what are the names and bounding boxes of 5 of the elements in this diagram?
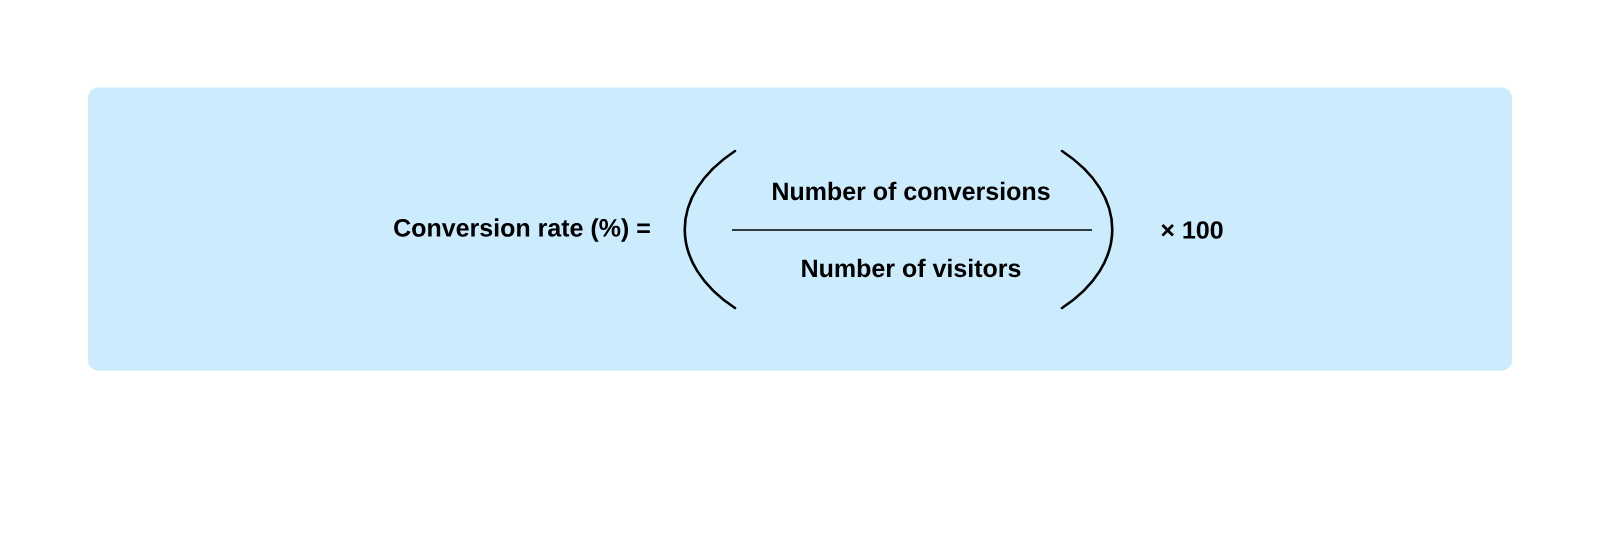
formula-text: Conversion rate (%) = xyxy=(394,218,650,242)
formula-panel xyxy=(88,87,1512,371)
formula-text: Number of conversions xyxy=(773,181,1050,201)
formula-text: Number of visitors xyxy=(802,258,1021,278)
formula-text: × 100 xyxy=(1161,221,1223,239)
